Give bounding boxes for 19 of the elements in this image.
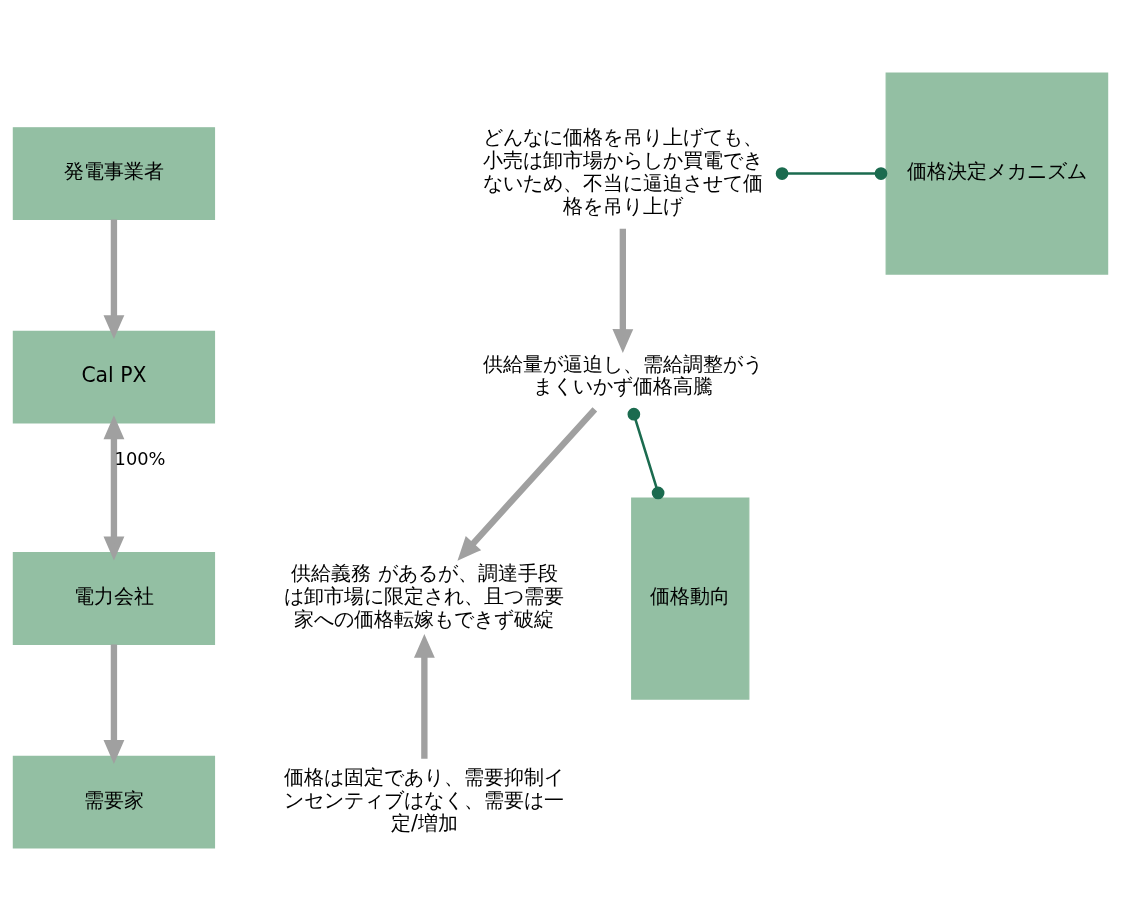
node-box: Cal PX	[12, 330, 216, 424]
arrow	[103, 414, 125, 560]
node-text: 価格は固定であり、需要抑制インセンティブはなく、需要は一定/増加	[284, 764, 565, 835]
connector	[627, 407, 665, 499]
node-box: 発電事業者	[12, 126, 216, 220]
node-text: どんなに価格を吊り上げても、小売は卸市場からしか買電できないため、不当に逼迫させて価格を吊り上げ	[482, 124, 763, 218]
arrow	[457, 406, 598, 561]
edge-label: 100%	[114, 447, 166, 469]
node-text: 供給量が逼迫し、需給調整がうまくいかず価格高騰	[482, 351, 763, 398]
node-box: 電力会社	[12, 551, 216, 645]
connector	[775, 166, 888, 180]
arrow	[612, 228, 634, 353]
node-box: 価格動向	[631, 496, 750, 700]
node-box: 需要家	[12, 755, 216, 849]
node-text: 供給義務 があるが、調達手段は卸市場に限定され、且つ需要家への価格転嫁もできず破綻	[284, 560, 565, 631]
node-box: 価格決定メカニズム	[885, 71, 1109, 275]
arrow	[103, 219, 125, 339]
arrow	[103, 643, 125, 764]
arrow	[413, 633, 435, 759]
